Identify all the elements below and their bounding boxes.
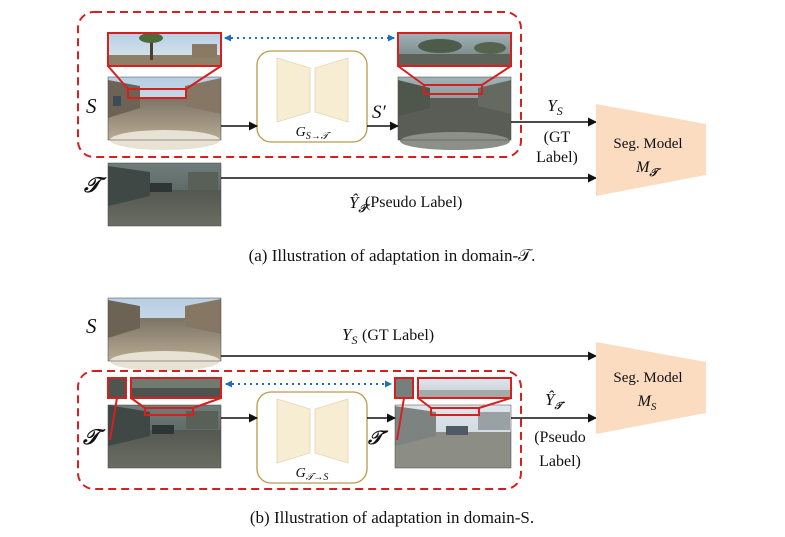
zoom-lines-translated-a <box>397 65 512 86</box>
gt-label-text-b: (GT Label) <box>362 327 434 344</box>
pseudo-label-line2-b: Label) <box>539 453 581 470</box>
svg-text:GS→𝒯: GS→𝒯 <box>296 125 332 142</box>
gt-label-line2-a: Label) <box>536 149 578 166</box>
translated-image-b <box>394 404 512 469</box>
zoom-lines-source-a <box>107 65 222 90</box>
target-image-b <box>107 404 222 469</box>
seg-model-label-b: Seg. Model <box>613 370 682 386</box>
source-symbol-a: S <box>86 94 97 118</box>
panel-a: GS→𝒯 S S′ YS (GT Label) 𝒯 Ŷ𝒯 <box>77 11 706 265</box>
target-image-a <box>107 162 222 227</box>
svg-text:Ŷ𝒯′: Ŷ𝒯′ <box>545 390 565 412</box>
pseudo-label-subscript-b: 𝒯′ <box>553 401 565 412</box>
svg-text:MS: MS <box>637 393 657 413</box>
translated-symbol-b: 𝒯′ <box>367 427 389 449</box>
svg-text:G𝒯→S: G𝒯→S <box>296 466 329 483</box>
seg-model-symbol-a: M <box>635 159 651 176</box>
generator-subscript-b: 𝒯→S <box>306 472 329 483</box>
gt-label-symbol-a: Y <box>547 96 558 115</box>
source-image-b <box>107 297 222 371</box>
gt-label-subscript-b: S <box>351 333 357 347</box>
seg-model-b: Seg. Model MS <box>596 342 706 434</box>
translated-crop-zoom-a <box>397 32 512 67</box>
generator-label-a: G <box>296 125 306 140</box>
target-crop-zoom-b <box>107 377 222 399</box>
target-symbol-b: 𝒯 <box>82 424 106 449</box>
seg-model-a: Seg. Model M𝒯 <box>596 104 706 196</box>
generator-label-b: G <box>296 466 306 481</box>
dashed-frame-a <box>77 11 522 158</box>
source-crop-zoom-a <box>107 32 222 67</box>
zoom-lines-translated-b <box>396 397 512 441</box>
source-symbol-b: S <box>86 314 97 338</box>
gt-label-subscript-a: S <box>557 104 563 118</box>
caption-b: (b) Illustration of adaptation in domain… <box>250 508 534 527</box>
svg-text:YS: YS <box>547 96 562 118</box>
seg-model-label-a: Seg. Model <box>613 136 682 152</box>
source-image-a <box>107 76 222 150</box>
translated-crop-zoom-b <box>394 377 512 399</box>
generator-subscript-a: S→𝒯 <box>306 131 332 142</box>
panel-b: S YS (GT Label) 𝒯 <box>77 297 706 527</box>
translated-symbol-a: S′ <box>372 102 387 123</box>
seg-model-symbol-b: M <box>637 393 653 410</box>
target-symbol-a: 𝒯 <box>83 172 107 197</box>
pseudo-label-symbol-b: Ŷ <box>545 390 556 409</box>
pseudo-label-text-a: (Pseudo Label) <box>365 194 462 211</box>
generator-a: GS→𝒯 <box>256 50 368 143</box>
pseudo-label-line1-b: (Pseudo <box>534 429 586 446</box>
translated-image-a <box>397 76 512 150</box>
zoom-lines-target-b <box>109 397 222 441</box>
gt-label-symbol-b: Y <box>342 325 353 344</box>
seg-model-subscript-b: S <box>651 401 657 413</box>
generator-b: G𝒯→S <box>256 391 368 484</box>
svg-text:YS: YS <box>342 325 357 347</box>
caption-a: (a) Illustration of adaptation in domain… <box>249 246 536 265</box>
pseudo-label-symbol-a: Ŷ <box>349 193 360 212</box>
gt-label-line1-a: (GT <box>544 129 571 146</box>
